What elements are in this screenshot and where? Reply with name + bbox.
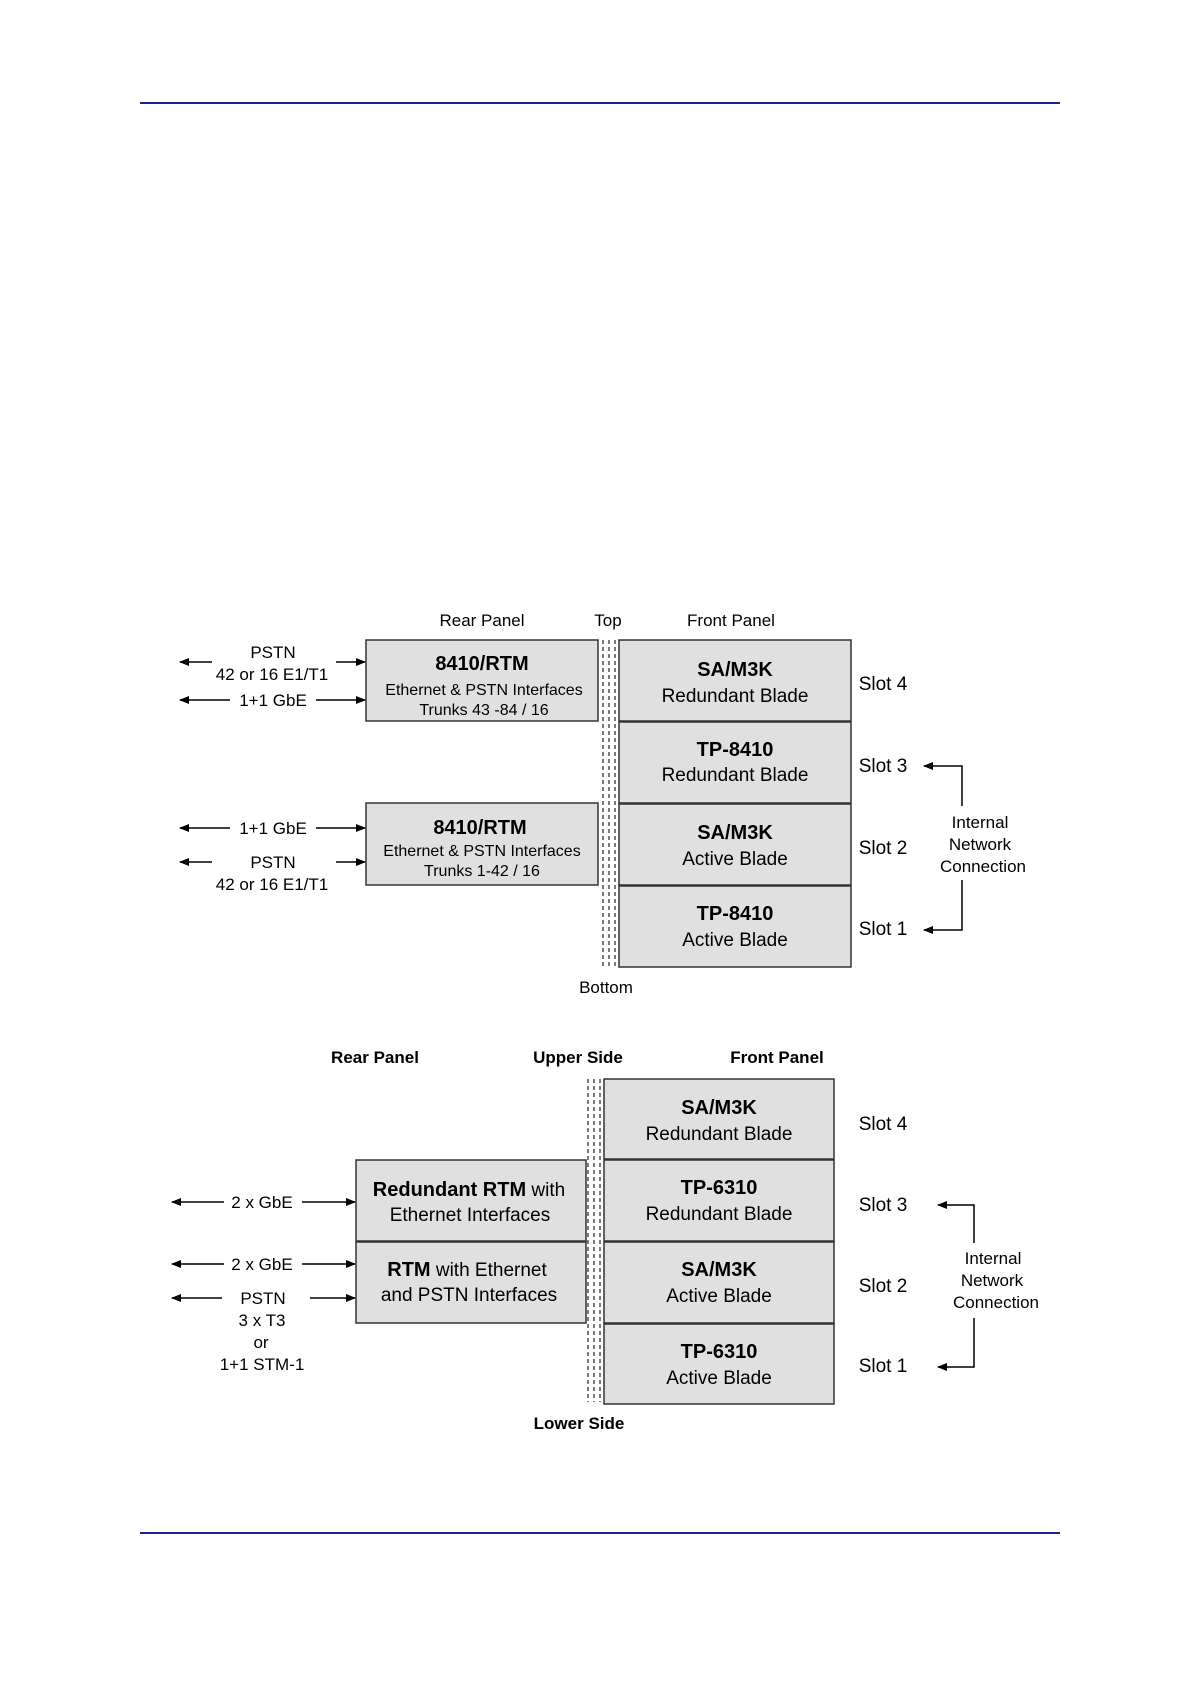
gbe-label: 2 x GbE xyxy=(231,1255,292,1274)
pstn-label: PSTN xyxy=(240,1289,285,1308)
blade-slot-3: TP-8410 Redundant Blade Slot 3 xyxy=(618,721,908,804)
blade-subtitle: Active Blade xyxy=(682,930,788,951)
bottom-label: Bottom xyxy=(579,978,633,997)
blade-subtitle: Active Blade xyxy=(666,1368,772,1389)
pstn-label: PSTN xyxy=(250,643,295,662)
footer-rule xyxy=(140,1532,1060,1534)
lower-side-label: Lower Side xyxy=(534,1414,625,1433)
rtm-box-lower: 8410/RTM Ethernet & PSTN Interfaces Trun… xyxy=(365,802,599,886)
rtm-trunks: Trunks 43 -84 / 16 xyxy=(419,702,548,719)
rtm-title: Redundant RTM xyxy=(373,1179,526,1201)
rear-panel-label: Rear Panel xyxy=(331,1048,419,1067)
blade-slot-3: TP-6310 Redundant Blade Slot 3 xyxy=(603,1159,908,1242)
internal-connection: Internal Network Connection xyxy=(923,762,1026,934)
arrow-left-icon xyxy=(937,1201,975,1243)
svg-text:Redundant RTM with: Redundant RTM with xyxy=(373,1179,565,1201)
gbe-label: 1+1 GbE xyxy=(239,819,307,838)
connection-label: Connection xyxy=(953,1293,1039,1312)
arrow-left-icon xyxy=(923,880,963,934)
rtm-box-upper: Redundant RTM with Ethernet Interfaces xyxy=(355,1159,587,1242)
internal-connection: Internal Network Connection xyxy=(937,1201,1039,1371)
slot-label: Slot 3 xyxy=(859,1195,908,1216)
links-upper: PSTN 42 or 16 E1/T1 1+1 GbE xyxy=(179,643,366,710)
blade-slot-2: SA/M3K Active Blade Slot 2 xyxy=(618,803,908,886)
svg-text:RTM with Ethernet: RTM with Ethernet xyxy=(387,1259,547,1281)
rtm-box-lower: RTM with Ethernet and PSTN Interfaces xyxy=(355,1241,587,1324)
links-upper: 2 x GbE xyxy=(171,1193,356,1212)
rtm-trunks: Trunks 1-42 / 16 xyxy=(424,863,540,880)
diagram-2: Rear Panel Upper Side Front Panel Lower … xyxy=(171,1048,1039,1433)
rtm-interfaces: Ethernet Interfaces xyxy=(390,1205,551,1226)
pstn-label: PSTN xyxy=(250,853,295,872)
rear-panel-label: Rear Panel xyxy=(439,611,524,630)
gbe-label: 2 x GbE xyxy=(231,1193,292,1212)
internal-label: Internal xyxy=(952,813,1009,832)
blade-slot-1: TP-6310 Active Blade Slot 1 xyxy=(603,1323,908,1405)
rtm-title: 8410/RTM xyxy=(435,653,528,675)
arrow-left-icon xyxy=(923,762,963,806)
t3-label: 3 x T3 xyxy=(239,1311,286,1330)
header-rule xyxy=(140,102,1060,104)
front-panel-label: Front Panel xyxy=(687,611,775,630)
blade-title: TP-8410 xyxy=(697,739,774,761)
blade-subtitle: Redundant Blade xyxy=(662,686,809,707)
rtm-box-upper: 8410/RTM Ethernet & PSTN Interfaces Trun… xyxy=(365,639,599,722)
rtm-interfaces: Ethernet & PSTN Interfaces xyxy=(385,682,582,699)
blade-subtitle: Active Blade xyxy=(682,849,788,870)
upper-side-label: Upper Side xyxy=(533,1048,623,1067)
or-label: or xyxy=(253,1333,268,1352)
slot-label: Slot 1 xyxy=(859,1356,908,1377)
top-label: Top xyxy=(594,611,621,630)
network-label: Network xyxy=(961,1271,1024,1290)
blade-subtitle: Redundant Blade xyxy=(646,1124,793,1145)
blade-title: TP-8410 xyxy=(697,903,774,925)
slot-label: Slot 4 xyxy=(859,674,908,695)
midplane xyxy=(587,1079,601,1402)
stm-label: 1+1 STM-1 xyxy=(220,1355,305,1374)
blade-title: SA/M3K xyxy=(681,1259,757,1281)
slot-label: Slot 2 xyxy=(859,838,908,859)
slot-label: Slot 2 xyxy=(859,1276,908,1297)
rtm-interfaces: Ethernet & PSTN Interfaces xyxy=(383,843,580,860)
blade-title: SA/M3K xyxy=(697,822,773,844)
internal-label: Internal xyxy=(965,1249,1022,1268)
rtm-title-suffix: with xyxy=(526,1180,565,1201)
blade-slot-4: SA/M3K Redundant Blade Slot 4 xyxy=(603,1078,908,1160)
connection-label: Connection xyxy=(940,857,1026,876)
front-panel-label: Front Panel xyxy=(730,1048,824,1067)
blade-title: TP-6310 xyxy=(681,1341,758,1363)
arrow-left-icon xyxy=(937,1318,975,1371)
blade-subtitle: Active Blade xyxy=(666,1286,772,1307)
slot-label: Slot 3 xyxy=(859,756,908,777)
gbe-label: 1+1 GbE xyxy=(239,691,307,710)
blade-slot-4: SA/M3K Redundant Blade Slot 4 xyxy=(618,639,908,722)
rtm-title-suffix: with Ethernet xyxy=(431,1260,548,1281)
blade-title: SA/M3K xyxy=(697,659,773,681)
diagram-1: Rear Panel Top Front Panel Bottom 8410/R… xyxy=(179,611,1026,997)
links-lower: 1+1 GbE PSTN 42 or 16 E1/T1 xyxy=(179,819,366,894)
slot-label: Slot 1 xyxy=(859,919,908,940)
blade-slot-2: SA/M3K Active Blade Slot 2 xyxy=(603,1241,908,1324)
network-label: Network xyxy=(949,835,1012,854)
rtm-interfaces: and PSTN Interfaces xyxy=(381,1285,557,1306)
slot-label: Slot 4 xyxy=(859,1114,908,1135)
midplane xyxy=(602,640,616,966)
blade-subtitle: Redundant Blade xyxy=(646,1204,793,1225)
links-lower: 2 x GbE PSTN 3 x T3 or 1+1 STM-1 xyxy=(171,1255,356,1374)
rtm-title: RTM xyxy=(387,1259,430,1281)
rtm-title: 8410/RTM xyxy=(433,817,526,839)
e1t1-label: 42 or 16 E1/T1 xyxy=(216,875,328,894)
blade-subtitle: Redundant Blade xyxy=(662,765,809,786)
e1t1-label: 42 or 16 E1/T1 xyxy=(216,665,328,684)
blade-slot-1: TP-8410 Active Blade Slot 1 xyxy=(618,885,908,968)
blade-title: SA/M3K xyxy=(681,1097,757,1119)
blade-title: TP-6310 xyxy=(681,1177,758,1199)
